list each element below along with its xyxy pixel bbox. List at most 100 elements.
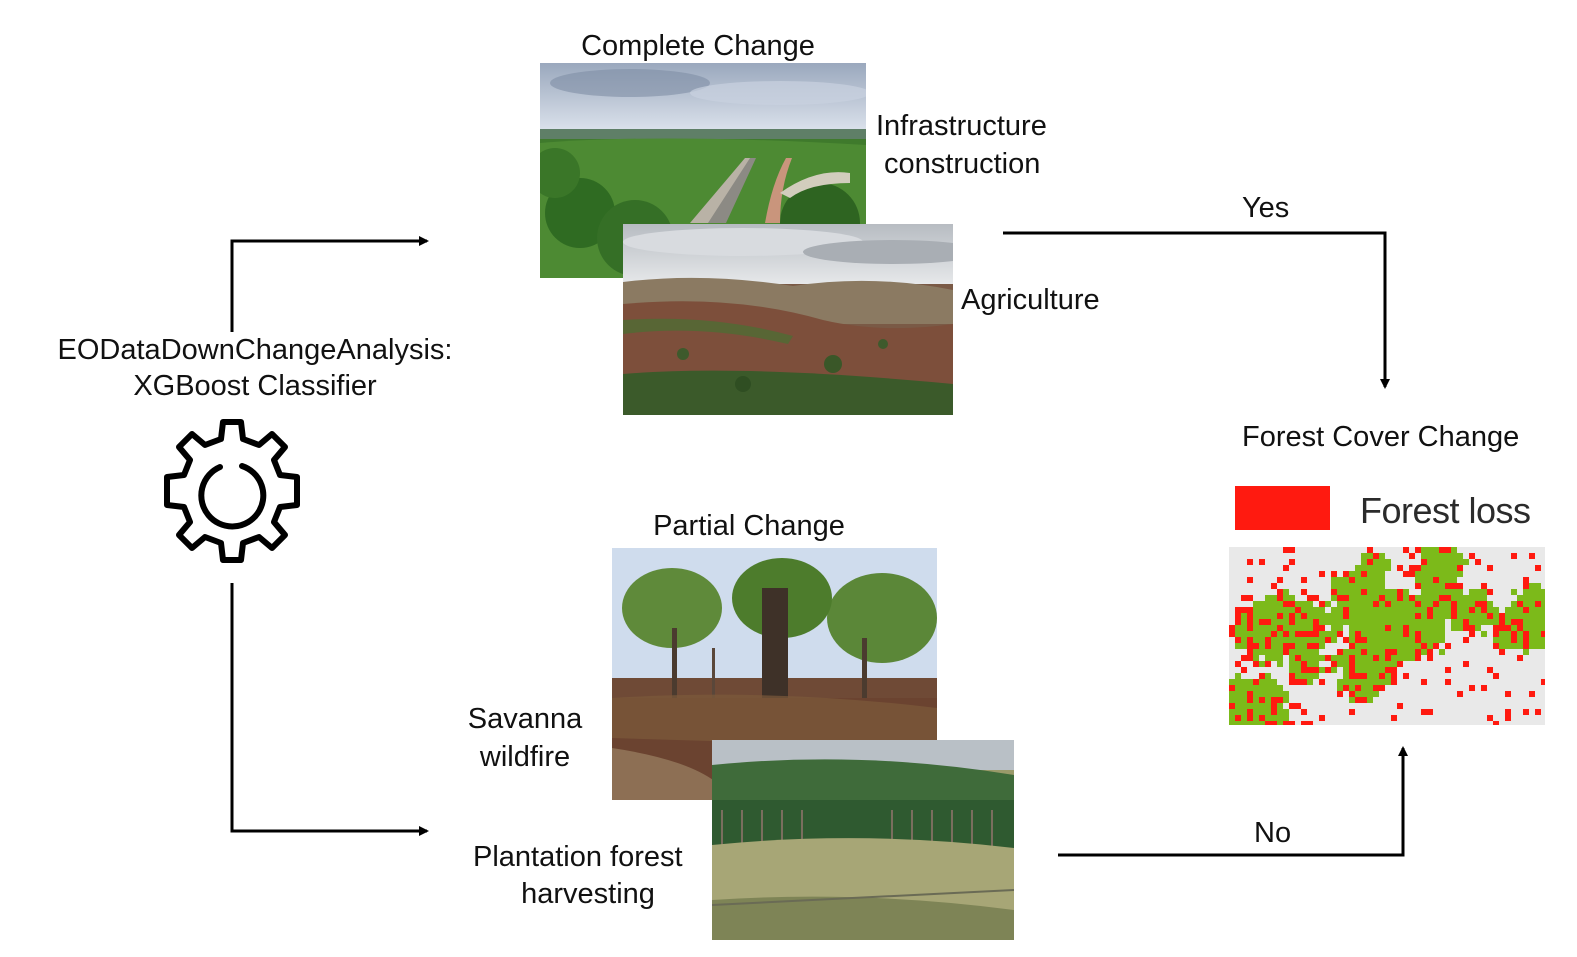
map-pixel: [1259, 679, 1265, 685]
map-pixel: [1277, 721, 1283, 725]
map-pixel: [1343, 613, 1349, 619]
map-pixel: [1487, 613, 1493, 619]
map-pixel: [1319, 613, 1325, 619]
map-pixel: [1379, 661, 1385, 667]
map-pixel: [1433, 643, 1439, 649]
map-pixel: [1433, 601, 1439, 607]
map-pixel: [1415, 577, 1421, 583]
map-pixel: [1265, 697, 1271, 703]
map-pixel: [1247, 697, 1253, 703]
map-pixel: [1295, 613, 1301, 619]
map-pixel: [1511, 607, 1517, 613]
map-pixel: [1511, 619, 1517, 625]
map-pixel: [1319, 631, 1325, 637]
map-pixel: [1253, 715, 1259, 721]
map-pixel: [1319, 637, 1325, 643]
map-pixel: [1523, 607, 1529, 613]
forest-loss-legend-swatch: [1235, 486, 1330, 530]
map-pixel: [1373, 685, 1379, 691]
yes-label: Yes: [1242, 192, 1290, 224]
map-pixel: [1427, 595, 1433, 601]
map-pixel: [1427, 547, 1433, 553]
map-pixel: [1445, 643, 1451, 649]
map-pixel: [1505, 691, 1511, 697]
map-pixel: [1511, 643, 1517, 649]
map-pixel: [1229, 679, 1235, 685]
map-pixel: [1271, 631, 1277, 637]
map-pixel: [1295, 607, 1301, 613]
map-pixel: [1349, 643, 1355, 649]
map-pixel: [1373, 583, 1379, 589]
map-pixel: [1427, 583, 1433, 589]
map-pixel: [1457, 613, 1463, 619]
map-pixel: [1325, 655, 1331, 661]
map-pixel: [1535, 589, 1541, 595]
map-pixel: [1355, 667, 1361, 673]
map-pixel: [1511, 625, 1517, 631]
map-pixel: [1415, 649, 1421, 655]
map-pixel: [1427, 613, 1433, 619]
map-pixel: [1367, 559, 1373, 565]
map-pixel: [1523, 709, 1529, 715]
map-pixel: [1259, 649, 1265, 655]
complete-change-heading: Complete Change: [581, 30, 815, 62]
map-pixel: [1403, 637, 1409, 643]
map-pixel: [1247, 613, 1253, 619]
map-pixel: [1445, 547, 1451, 553]
map-pixel: [1379, 685, 1385, 691]
map-pixel: [1535, 709, 1541, 715]
map-pixel: [1445, 667, 1451, 673]
map-pixel: [1301, 667, 1307, 673]
map-pixel: [1379, 625, 1385, 631]
map-pixel: [1331, 625, 1337, 631]
map-pixel: [1247, 559, 1253, 565]
map-pixel: [1295, 601, 1301, 607]
map-pixel: [1421, 607, 1427, 613]
map-pixel: [1403, 655, 1409, 661]
map-pixel: [1337, 601, 1343, 607]
map-pixel: [1319, 679, 1325, 685]
map-pixel: [1283, 631, 1289, 637]
map-pixel: [1487, 715, 1493, 721]
map-pixel: [1355, 619, 1361, 625]
map-pixel: [1505, 637, 1511, 643]
map-pixel: [1271, 685, 1277, 691]
map-pixel: [1505, 613, 1511, 619]
map-pixel: [1457, 691, 1463, 697]
map-pixel: [1277, 625, 1283, 631]
map-pixel: [1265, 691, 1271, 697]
map-pixel: [1277, 703, 1283, 709]
map-pixel: [1283, 589, 1289, 595]
map-pixel: [1331, 583, 1337, 589]
map-pixel: [1373, 589, 1379, 595]
map-pixel: [1355, 673, 1361, 679]
map-pixel: [1397, 655, 1403, 661]
map-pixel: [1277, 709, 1283, 715]
map-pixel: [1451, 613, 1457, 619]
map-pixel: [1301, 721, 1307, 725]
map-pixel: [1451, 565, 1457, 571]
map-pixel: [1241, 703, 1247, 709]
map-pixel: [1385, 637, 1391, 643]
map-pixel: [1529, 601, 1535, 607]
map-pixel: [1445, 601, 1451, 607]
map-pixel: [1241, 625, 1247, 631]
map-pixel: [1229, 697, 1235, 703]
map-pixel: [1499, 619, 1505, 625]
map-pixel: [1349, 577, 1355, 583]
map-pixel: [1433, 577, 1439, 583]
map-pixel: [1427, 631, 1433, 637]
map-pixel: [1373, 679, 1379, 685]
map-pixel: [1415, 631, 1421, 637]
map-pixel: [1397, 589, 1403, 595]
map-pixel: [1517, 643, 1523, 649]
map-pixel: [1451, 571, 1457, 577]
map-pixel: [1241, 631, 1247, 637]
map-pixel: [1295, 625, 1301, 631]
map-pixel: [1241, 643, 1247, 649]
map-pixel: [1313, 595, 1319, 601]
map-pixel: [1541, 595, 1545, 601]
map-pixel: [1385, 619, 1391, 625]
map-pixel: [1331, 637, 1337, 643]
map-pixel: [1523, 601, 1529, 607]
